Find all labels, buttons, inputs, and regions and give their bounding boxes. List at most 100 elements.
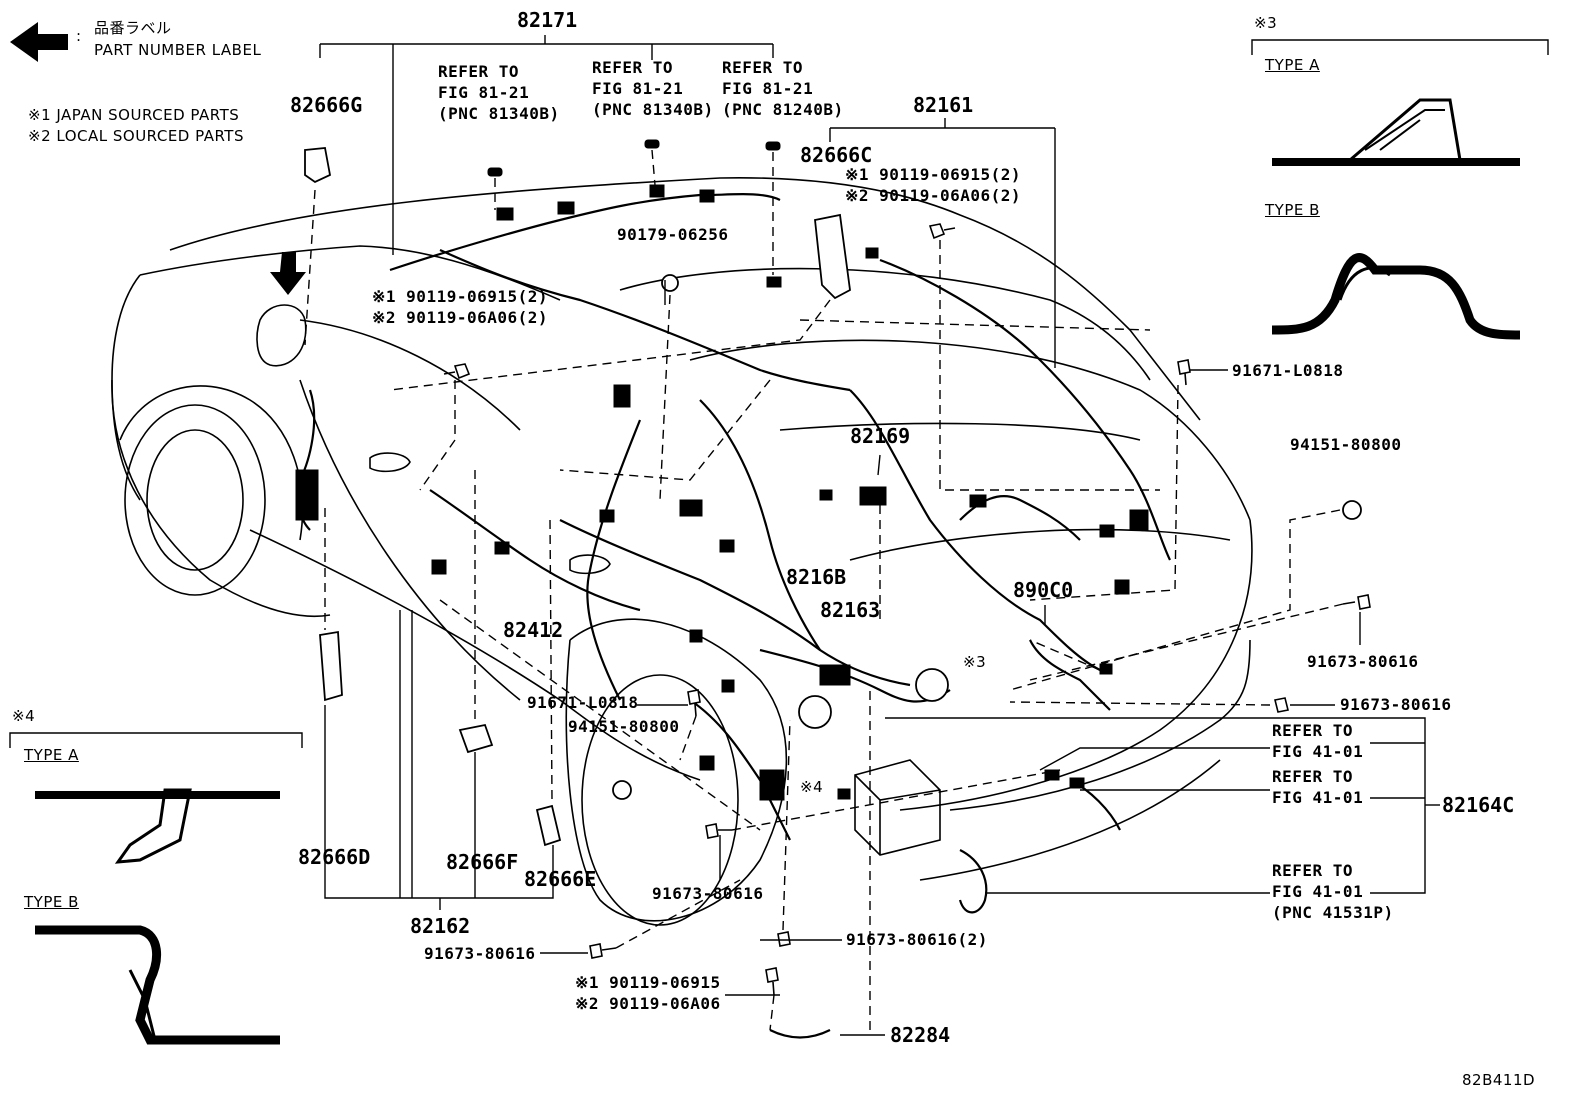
- bolt-icon: [765, 967, 779, 996]
- refer-fig-41-01-a-line1: REFER TO: [1272, 721, 1354, 740]
- rear-bumper: [899, 519, 1253, 811]
- inset3-type-b: TYPE B: [1265, 201, 1320, 219]
- bolt-icon: [928, 223, 956, 240]
- bolt-90119-06A06-side: ※2 90119-06A06(2): [372, 308, 549, 327]
- part-82666D: 82666D: [298, 845, 371, 869]
- door-handle: [369, 452, 411, 473]
- vehicle-roof-outline: [169, 177, 1201, 421]
- refer-fig-41-01-b-line2: FIG 41-01: [1272, 788, 1364, 807]
- part-91673-80616-lower: 91673-80616: [424, 944, 536, 963]
- part-91671-L0818-front: 91671-L0818: [527, 693, 639, 712]
- side-sill: [249, 529, 701, 781]
- mark-4: ※4: [800, 778, 824, 796]
- part-82666E: 82666E: [524, 867, 597, 891]
- inset4-mark: ※4: [12, 707, 36, 725]
- rear-bumper-lower: [949, 639, 1251, 811]
- bolt-90119-06A06-roof: ※2 90119-06A06(2): [845, 186, 1022, 205]
- inset-3: [1251, 39, 1549, 340]
- rear-window: [619, 267, 1151, 381]
- bolts: [443, 223, 1371, 996]
- connectors: [295, 139, 1149, 801]
- rear-deck: [689, 339, 1251, 521]
- figure-id: 82B411D: [1462, 1071, 1536, 1089]
- a-pillar: [299, 319, 521, 431]
- part-91673-80616-rear-b: 91673-80616: [1340, 695, 1452, 714]
- part-91671-L0818-rear: 91671-L0818: [1232, 361, 1344, 380]
- bolt-icon: [777, 931, 791, 947]
- callout3-circle: [915, 668, 949, 702]
- bolt-icon: [1177, 359, 1191, 386]
- part-82412: 82412: [503, 618, 564, 642]
- bolt-90119-06915-roof: ※1 90119-06915(2): [845, 165, 1022, 184]
- refer-fig-41-01-b-line1: REFER TO: [1272, 767, 1354, 786]
- battery: [854, 759, 941, 856]
- bolt-icon: [443, 363, 471, 380]
- inset3-typeB-harness: [1271, 253, 1521, 340]
- refer-fig-41-01-c-line2: FIG 41-01: [1272, 882, 1364, 901]
- solid-leaders: [319, 35, 1440, 1036]
- refer-fig-81-21-b-line2: FIG 81-21: [592, 79, 684, 98]
- left-arrow-icon: [10, 22, 68, 62]
- note-local-sourced: ※2 LOCAL SOURCED PARTS: [28, 127, 244, 145]
- bolt-icon: [687, 689, 701, 717]
- part-82284: 82284: [890, 1023, 951, 1047]
- inset3-mark: ※3: [1254, 14, 1278, 32]
- refer-fig-81-21-a-line1: REFER TO: [438, 62, 520, 81]
- label-pointer-arrow-icon: [270, 252, 306, 295]
- refer-fig-81-21-c-line2: FIG 81-21: [722, 79, 814, 98]
- legend-label-jp: 品番ラベル: [94, 19, 172, 37]
- part-8216B: 8216B: [786, 565, 847, 589]
- refer-fig-81-21-c-line1: REFER TO: [722, 58, 804, 77]
- inset4-typeB-harness: [35, 925, 280, 1045]
- part-890C0: 890C0: [1013, 578, 1074, 602]
- bolt-icon: [1274, 697, 1289, 713]
- front-wheel: [124, 404, 266, 596]
- refer-fig-81-21-b-line3: (PNC 81340B): [592, 100, 714, 119]
- refer-fig-81-21-c-line3: (PNC 81240B): [722, 100, 844, 119]
- bolt-icon: [589, 943, 617, 959]
- bolt-icon: [705, 823, 732, 839]
- bracket-82666E: [535, 804, 562, 847]
- clip-90179: [661, 274, 679, 292]
- refer-fig-81-21-a-line2: FIG 81-21: [438, 83, 530, 102]
- door-line: [299, 379, 521, 701]
- refer-fig-41-01-c-line1: REFER TO: [1272, 861, 1354, 880]
- inset-4: [9, 732, 303, 1045]
- legend-label-en: PART NUMBER LABEL: [94, 41, 262, 59]
- bracket-82666D: [319, 630, 343, 702]
- part-82162: 82162: [410, 914, 471, 938]
- part-91673-80616-x2: 91673-80616(2): [846, 930, 988, 949]
- part-94151-80800-rear: 94151-80800: [1290, 435, 1402, 454]
- rear-wheel: [581, 674, 739, 926]
- part-91673-80616-wheel: 91673-80616: [652, 884, 764, 903]
- grommet-94151-a: [1342, 500, 1362, 520]
- grommet-94151-b: [612, 780, 632, 800]
- part-90179-06256: 90179-06256: [617, 225, 729, 244]
- part-82161: 82161: [913, 93, 974, 117]
- callout4-circle: [798, 695, 832, 729]
- part-91673-80616-rear-a: 91673-80616: [1307, 652, 1419, 671]
- bracket-82666G: [304, 147, 332, 184]
- part-82666F: 82666F: [446, 850, 519, 874]
- front-wheel-arch: [119, 385, 304, 541]
- side-mirror: [256, 304, 307, 367]
- bolt-icon: [1342, 594, 1371, 610]
- part-82666G: 82666G: [290, 93, 363, 117]
- refer-fig-41-01-a-line2: FIG 41-01: [1272, 742, 1364, 761]
- part-82169: 82169: [850, 424, 911, 448]
- trunk-lid: [779, 422, 1141, 441]
- part-94151-80800-front: 94151-80800: [568, 717, 680, 736]
- inset4-type-a: TYPE A: [24, 746, 79, 764]
- inset3-type-a: TYPE A: [1265, 56, 1320, 74]
- part-82666C: 82666C: [800, 143, 873, 167]
- inset4-type-b: TYPE B: [24, 893, 79, 911]
- bracket-82666F: [458, 723, 494, 754]
- refer-fig-81-21-b-line1: REFER TO: [592, 58, 674, 77]
- dashed-leaders: [304, 149, 1344, 1031]
- refer-fig-81-21-a-line3: (PNC 81340B): [438, 104, 560, 123]
- mark-3: ※3: [963, 653, 987, 671]
- brackets: [304, 147, 1362, 847]
- note-japan-sourced: ※1 JAPAN SOURCED PARTS: [28, 106, 240, 124]
- part-82163: 82163: [820, 598, 881, 622]
